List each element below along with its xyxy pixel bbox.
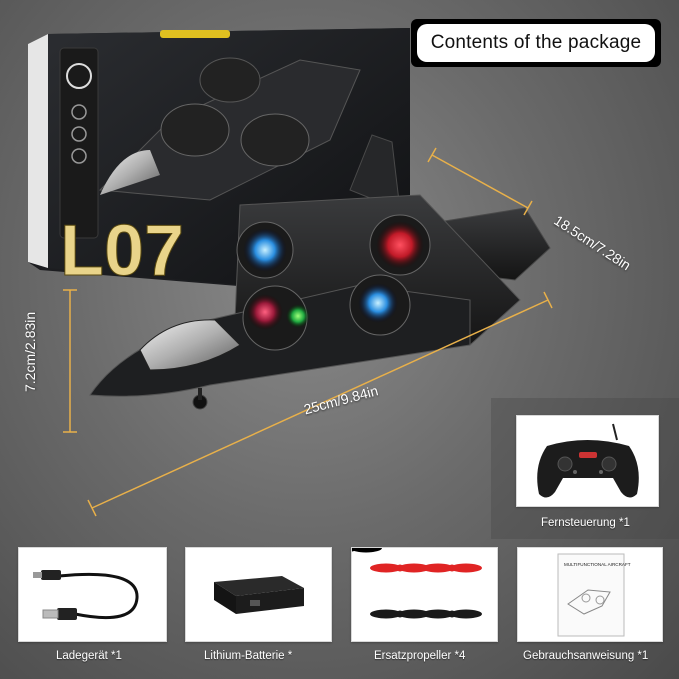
remote-control-caption: Fernsteuerung *1 [541,517,630,529]
usb-charger-icon [33,570,139,620]
battery-card [185,547,332,642]
manual-icon: MULTIFUNCTIONAL AIRCRAFT [557,553,631,637]
manual-caption: Gebrauchsanweisung *1 [523,650,649,662]
manual-card: MULTIFUNCTIONAL AIRCRAFT [517,547,663,642]
package-box [28,28,410,300]
remote-control-card [516,415,659,507]
charger-caption: Ladegerät *1 [56,650,122,662]
product-hero: L07 [28,28,553,517]
remote-control-icon [537,423,639,498]
propeller-card [351,547,498,642]
contents-badge-text: Contents of the package [417,24,655,62]
box-model-text: L07 [60,211,184,291]
battery-icon [214,576,304,614]
dimension-lines [63,147,553,517]
propeller-caption: Ersatzpropeller *4 [374,650,466,662]
charger-card [18,547,167,642]
height-dimension-label: 7.2cm/2.83in [22,311,38,392]
manual-cover-title: MULTIFUNCTIONAL AIRCRAFT [564,562,631,567]
battery-caption: Lithium-Batterie * [204,650,293,662]
propeller-icon [352,548,482,619]
contents-badge: Contents of the package [411,19,661,67]
rc-aircraft [89,134,551,410]
